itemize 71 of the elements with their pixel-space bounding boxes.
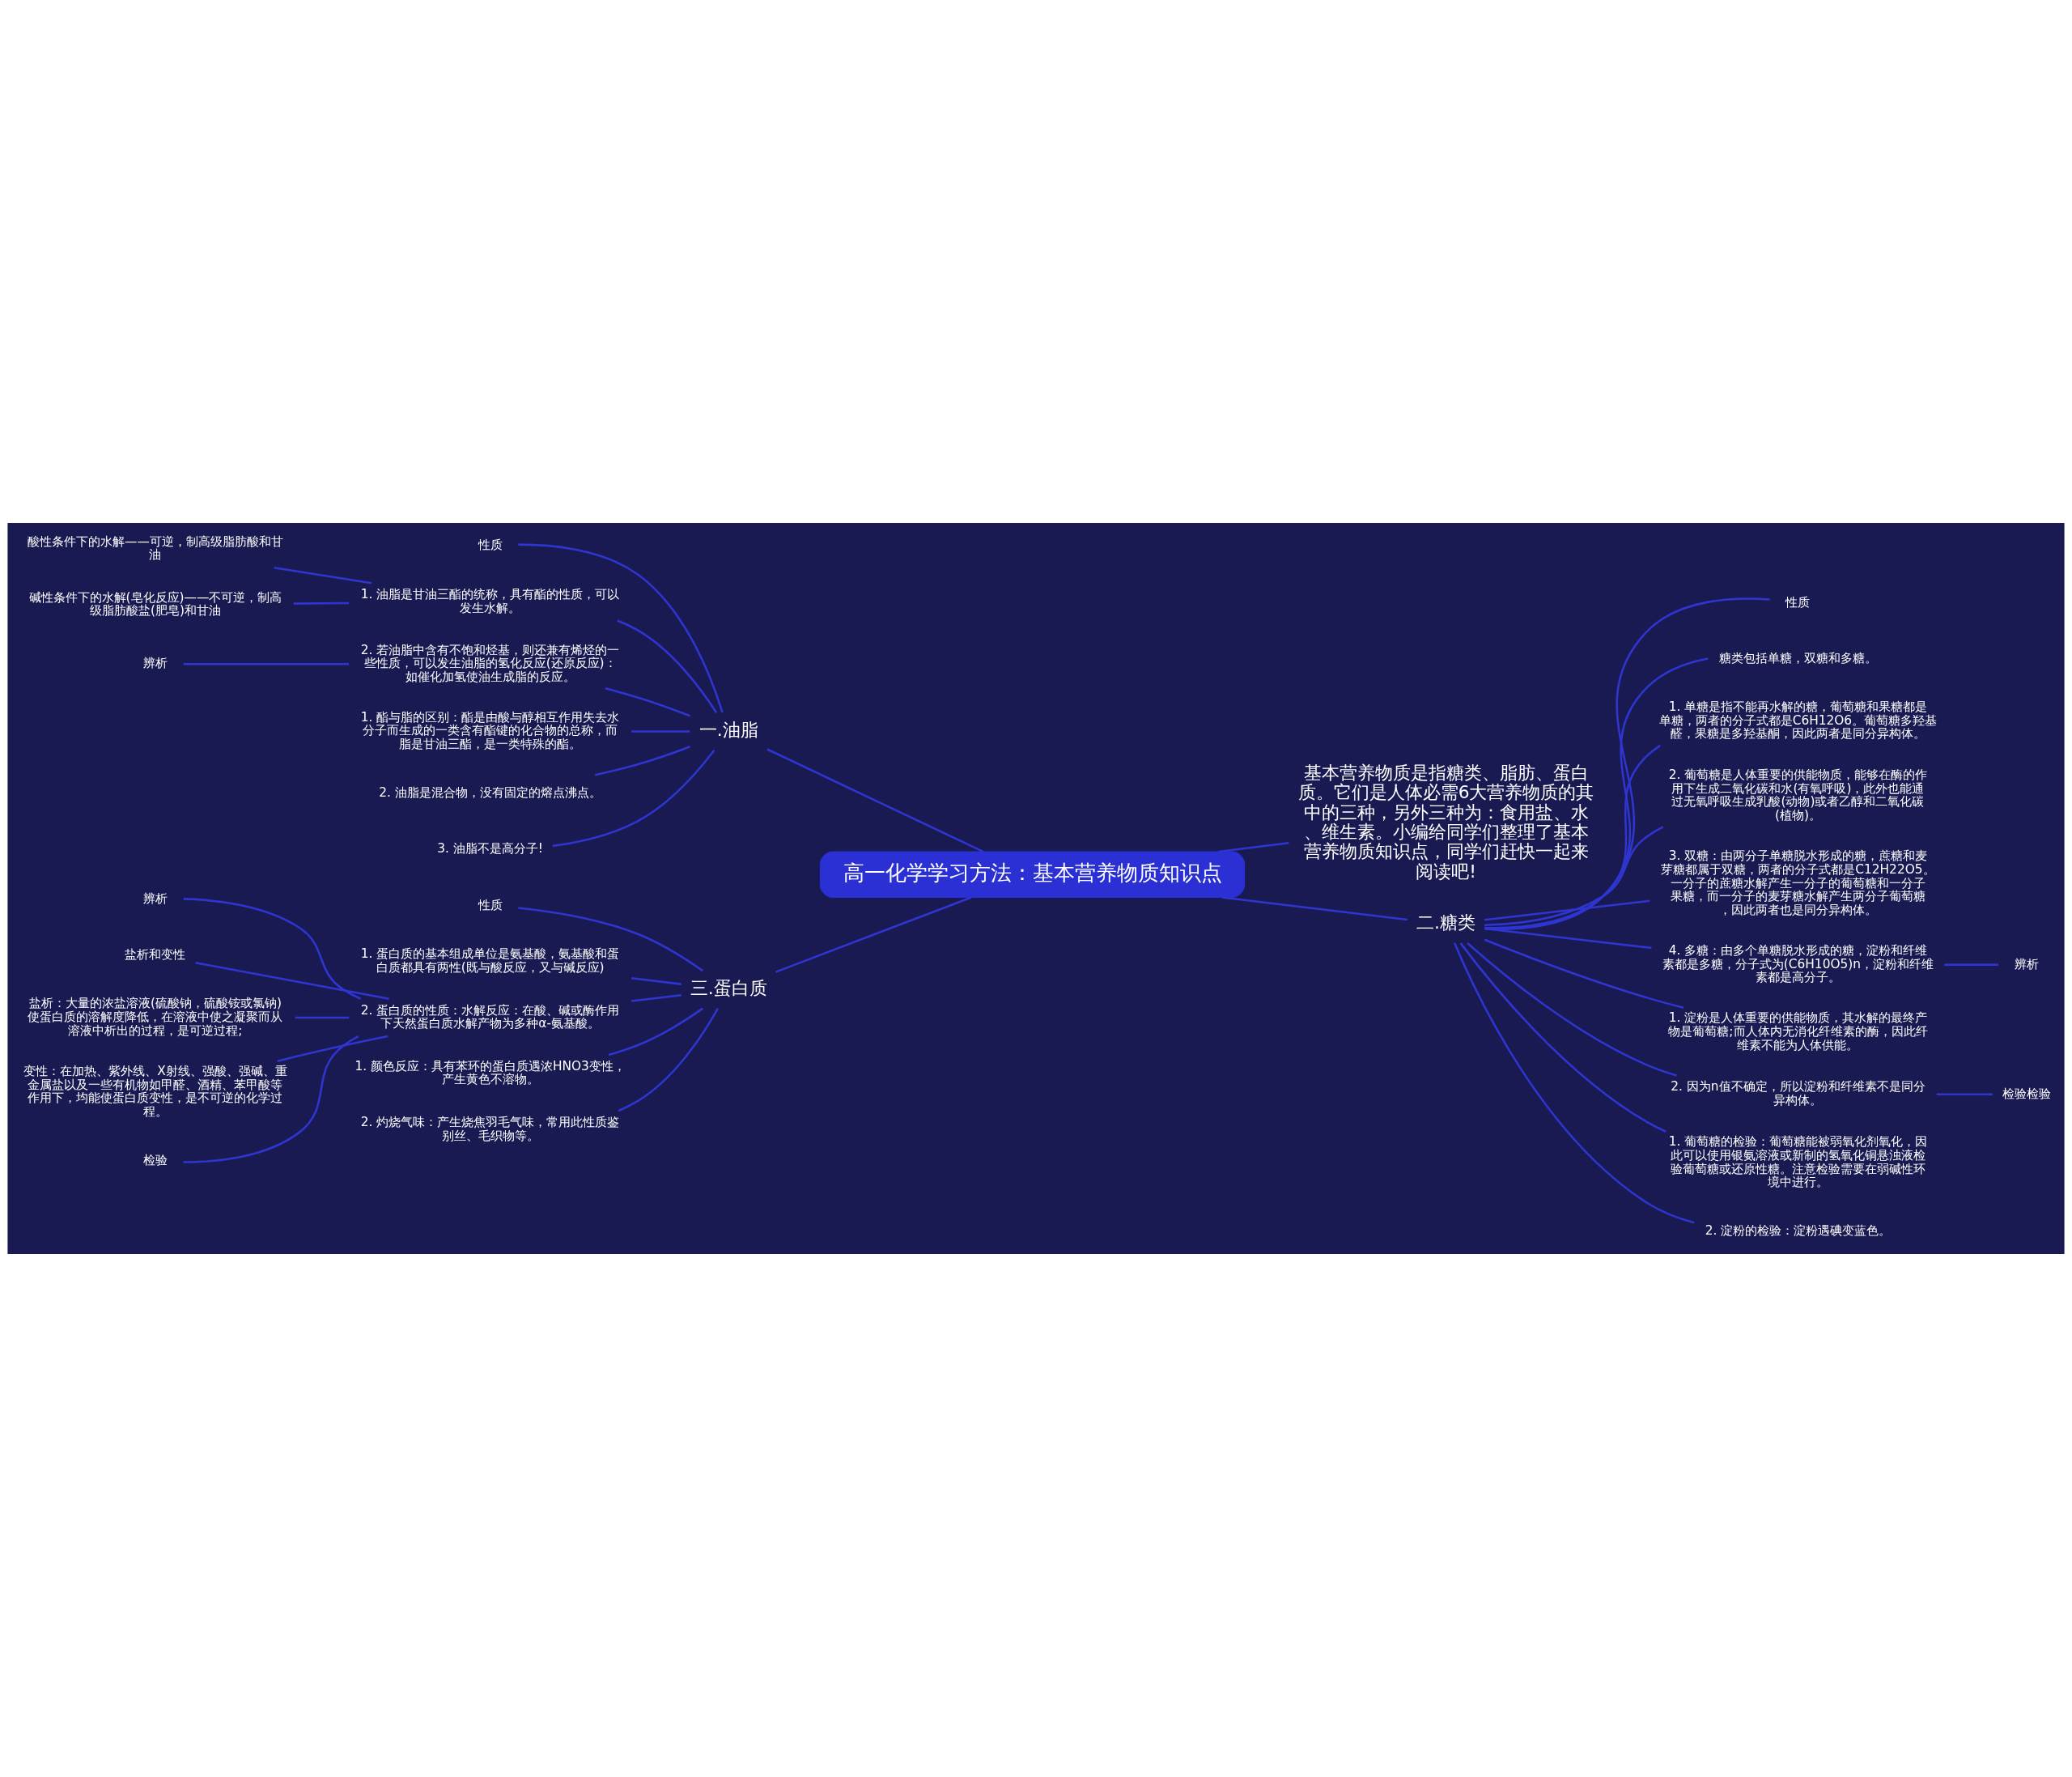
node-text: 2. 因为n值不确定，所以淀粉和纤维素不是同分异构体。 <box>1671 1079 1926 1108</box>
connector <box>1218 842 1289 853</box>
node-text: 性质 <box>478 897 503 912</box>
node-text: 盐析：大量的浓盐溶液(硫酸钠，硫酸铵或氯钠)使蛋白质的溶解度降低，在溶液中使之凝聚而从溶液中析出的过程，是可逆过程; <box>28 996 283 1038</box>
connector <box>277 1035 388 1062</box>
connector <box>1222 896 1408 921</box>
connector <box>631 993 681 1002</box>
connector <box>631 730 690 733</box>
connector <box>518 543 724 713</box>
node-text: 性质 <box>1785 594 1811 610</box>
node-text: 2. 灼烧气味：产生烧焦羽毛气味，常用此性质鉴别丝、毛织物等。 <box>360 1114 620 1143</box>
connector <box>617 619 718 713</box>
node-text: 1. 淀粉是人体重要的供能物质，其水解的最终产物是葡萄糖;而人体内无消化纤维素的酶，因此纤维素不能为人体供能。 <box>1668 1010 1928 1052</box>
node-text: 2. 油脂是混合物，没有固定的熔点沸点。 <box>379 785 601 801</box>
node-text: 性质 <box>478 538 503 553</box>
connector <box>1484 744 1661 929</box>
connector <box>518 907 703 972</box>
node-text: 辨析 <box>142 891 168 906</box>
node-text: 辨析 <box>142 656 168 671</box>
connector <box>1459 942 1667 1133</box>
connector <box>183 662 349 665</box>
connector <box>293 602 350 605</box>
node-text: 二.糖类 <box>1416 912 1476 933</box>
node-text: 一.油脂 <box>698 719 758 740</box>
node-text: 4. 多糖：由多个单糖脱水形成的糖，淀粉和纤维素都是多糖，分子式为(C6H10O5)n，淀粉和纤维素都是高分子。 <box>1662 942 1934 985</box>
connector <box>183 1035 359 1163</box>
node-text: 3. 双糖：由两分子单糖脱水形成的糖，蔗糖和麦芽糖都属于双糖，两者的分子式都是C12H22O5。一分子的蔗糖水解产生一分子的葡萄糖和一分子果糖，而一分子的麦芽糖水解产生两分子葡萄糖，因此两者也是同分异构体。 <box>1661 848 1935 918</box>
connector <box>274 566 372 585</box>
connector <box>1484 826 1664 926</box>
node-text: 1. 油脂是甘油三酯的统称，具有酯的性质，可以发生水解。 <box>360 586 620 615</box>
connector <box>1944 963 1998 966</box>
node-text: 变性：在加热、紫外线、X射线、强酸、强碱、重金属盐以及一些有机物如甲醛、酒精、苯甲酸等作用下，均能使蛋白质变性，是不可逆的化学过程。 <box>23 1064 287 1120</box>
connector <box>195 961 389 1001</box>
connector <box>1936 1093 1993 1096</box>
connector <box>775 896 972 973</box>
node-text: 三.蛋白质 <box>690 977 767 998</box>
node-text: 2. 若油脂中含有不饱和烃基，则还兼有烯烃的一些性质，可以发生油脂的氢化反应(还原反应)：如催化加氢使油生成脂的反应。 <box>360 642 620 684</box>
node-text: 2. 葡萄糖是人体重要的供能物质，能够在酶的作用下生成二氧化碳和水(有氧呼吸)，此外也能通过无氧呼吸生成乳酸(动物)或者乙醇和二氧化碳(植物)。 <box>1668 767 1928 823</box>
connector <box>1484 597 1770 930</box>
connector <box>183 898 362 1000</box>
node-text: 检验检验 <box>2002 1086 2051 1101</box>
connector <box>618 1008 720 1112</box>
node-box: 高一化学学习方法：基本营养物质知识点 <box>819 851 1246 899</box>
node-text: 检验 <box>142 1152 168 1167</box>
connector <box>1484 899 1650 921</box>
node-text: 1. 葡萄糖的检验：葡萄糖能被弱氧化剂氧化，因此可以使用银氨溶液或新制的氢氧化铜悬浊液检验葡萄糖或还原性糖。注意检验需要在弱碱性环境中进行。 <box>1668 1134 1928 1190</box>
node-text: 1. 酯与脂的区别：酯是由酸与醇相互作用失去水分子而生成的一类含有酯键的化合物的总称，而脂是甘油三酯，是一类特殊的酯。 <box>360 709 620 752</box>
node-text: 辨析 <box>2014 956 2039 971</box>
node-text: 酸性条件下的水解——可逆，制高级脂肪酸和甘油 <box>28 534 283 563</box>
connector <box>605 687 690 717</box>
node-text: 盐析和变性 <box>125 947 186 963</box>
connector <box>631 977 681 985</box>
connector <box>1467 942 1677 1077</box>
connector <box>608 1007 703 1056</box>
connector <box>1484 938 1684 1010</box>
node-text: 1. 蛋白质的基本组成单位是氨基酸，氨基酸和蛋白质都具有两性(既与酸反应，又与碱反应) <box>360 946 620 976</box>
connector <box>595 746 691 776</box>
node-text: 碱性条件下的水解(皂化反应)——不可逆，制高级脂肪酸盐(肥皂)和甘油 <box>28 589 282 619</box>
node-text: 1. 颜色反应：具有苯环的蛋白质遇浓HNO3变性，产生黄色不溶物。 <box>355 1058 626 1087</box>
node-text: 2. 蛋白质的性质：水解反应：在酸、碱或酶作用下天然蛋白质水解产物为多种α-氨基酸。 <box>360 1002 620 1031</box>
connector <box>766 748 984 853</box>
connector <box>1453 942 1695 1224</box>
node-text: 1. 单糖是指不能再水解的糖，葡萄糖和果糖都是单糖，两者的分子式都是C6H12O6。葡萄糖多羟基醛，果糖是多羟基酮，因此两者是同分异构体。 <box>1658 699 1938 742</box>
connector <box>552 749 715 848</box>
node-text: 2. 淀粉的检验：淀粉遇碘变蓝色。 <box>1705 1222 1892 1238</box>
node-text: 糖类包括单糖，双糖和多糖。 <box>1718 650 1877 665</box>
node-text: 基本营养物质是指糖类、脂肪、蛋白质。它们是人体必需6大营养物质的其中的三种，另外三种为：食用盐、水、维生素。小编给同学们整理了基本营养物质知识点，同学们赶快一起来阅读吧! <box>1297 762 1594 882</box>
connector <box>1484 657 1709 930</box>
connector <box>295 1016 350 1019</box>
connector <box>1484 927 1652 950</box>
node-text: 3. 油脂不是高分子! <box>437 841 543 857</box>
